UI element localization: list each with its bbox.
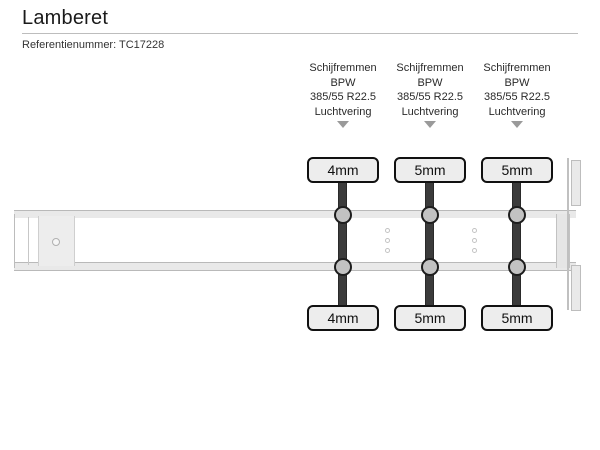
axle-stem-1: [338, 181, 347, 307]
axle-spec-make: BPW: [330, 76, 356, 89]
tread-badge-axle-1-top[interactable]: 4mm: [307, 157, 379, 183]
axle-spec-suspension: Luchtvering: [401, 105, 459, 118]
axle-spec-brake: Schijfremmen: [396, 62, 464, 74]
axle-spec-tyre-size: 385/55 R22.5: [483, 91, 551, 103]
tread-badge-axle-3-top[interactable]: 5mm: [481, 157, 553, 183]
chassis-neck-line: [28, 217, 29, 265]
tread-badge-axle-3-bottom[interactable]: 5mm: [481, 305, 553, 331]
axle-spec-brake: Schijfremmen: [309, 62, 377, 74]
suspension-bracket: [358, 218, 416, 263]
axle-spec-suspension: Luchtvering: [314, 105, 372, 118]
chassis-front-edge: [14, 214, 15, 268]
axle-spec-suspension: Luchtvering: [488, 105, 546, 118]
axle-spec-2: Schijfremmen BPW 385/55 R22.5 Luchtverin…: [385, 61, 475, 128]
wheel-hub-3-top: [508, 206, 526, 224]
rear-lamp-tab-bottom: [571, 265, 581, 311]
wheel-hub-3-bottom: [508, 258, 526, 276]
suspension-bracket: [445, 218, 503, 263]
rear-post: [556, 214, 570, 268]
axle-spec-tyre-size: 385/55 R22.5: [396, 91, 464, 103]
wheel-hub-2-bottom: [421, 258, 439, 276]
bracket-hole-icon: [385, 248, 390, 253]
chassis-rail-bottom: [14, 262, 576, 271]
reference-number: Referentienummer: TC17228: [22, 39, 165, 51]
title-divider: [22, 33, 578, 34]
axle-stem-3: [512, 181, 521, 307]
tread-badge-axle-1-bottom[interactable]: 4mm: [307, 305, 379, 331]
tread-badge-axle-2-bottom[interactable]: 5mm: [394, 305, 466, 331]
axle-stem-2: [425, 181, 434, 307]
chevron-down-icon: [337, 121, 349, 128]
bracket-hole-icon: [472, 238, 477, 243]
bracket-hole-icon: [472, 228, 477, 233]
axle-spec-tyre-size: 385/55 R22.5: [309, 91, 377, 103]
chevron-down-icon: [511, 121, 523, 128]
tread-badge-axle-2-top[interactable]: 5mm: [394, 157, 466, 183]
bracket-hole-icon: [472, 248, 477, 253]
rear-upright: [567, 158, 569, 310]
wheel-hub-1-top: [334, 206, 352, 224]
axle-spec-brake: Schijfremmen: [483, 62, 551, 74]
chassis-body: [14, 218, 576, 263]
bracket-hole-icon: [385, 238, 390, 243]
rear-lamp-tab-top: [571, 160, 581, 206]
chevron-down-icon: [424, 121, 436, 128]
axle-spec-make: BPW: [417, 76, 443, 89]
wheel-hub-1-bottom: [334, 258, 352, 276]
kingpin-circle-icon: [52, 238, 60, 246]
wheel-hub-2-top: [421, 206, 439, 224]
bracket-hole-icon: [385, 228, 390, 233]
axle-spec-make: BPW: [504, 76, 530, 89]
axle-spec-3: Schijfremmen BPW 385/55 R22.5 Luchtverin…: [472, 61, 562, 128]
page-title: Lamberet: [22, 7, 109, 29]
axle-spec-1: Schijfremmen BPW 385/55 R22.5 Luchtverin…: [298, 61, 388, 128]
